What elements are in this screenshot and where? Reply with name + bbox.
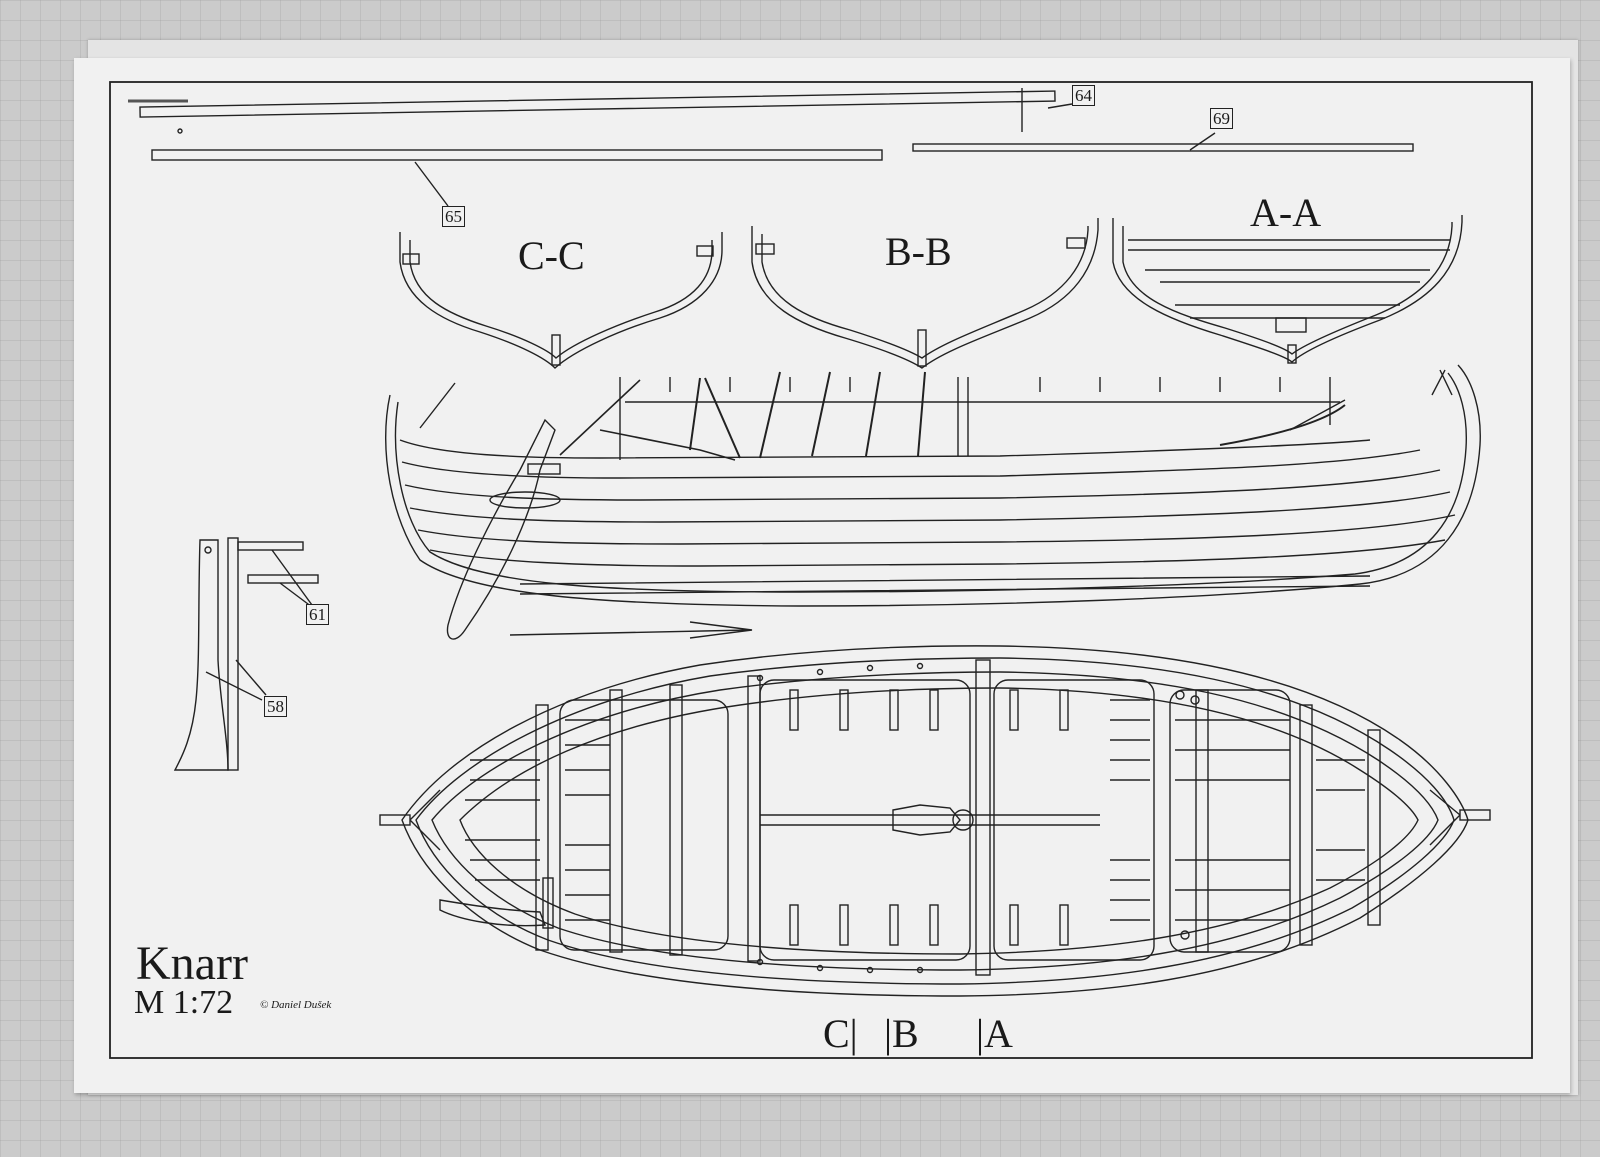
hull-top-view bbox=[379, 645, 1491, 997]
cut-mark-c: C| bbox=[823, 1011, 858, 1056]
section-label-a-a: A-A bbox=[1250, 190, 1322, 235]
drawing-title: Knarr bbox=[136, 937, 248, 990]
section-label-c-c: C-C bbox=[518, 233, 585, 278]
part-number-58: 58 bbox=[264, 696, 287, 717]
spar-69 bbox=[912, 132, 1414, 152]
floorboards-right bbox=[1110, 699, 1365, 921]
hull-side-view bbox=[385, 364, 1481, 640]
part-number-65: 65 bbox=[442, 206, 465, 227]
cut-mark-b: |B bbox=[884, 1011, 919, 1056]
gunwale-holes bbox=[756, 662, 1200, 974]
part-number-61: 61 bbox=[306, 604, 329, 625]
part-58-drawing bbox=[173, 537, 267, 771]
part-number-69: 69 bbox=[1210, 108, 1233, 129]
spar-65 bbox=[151, 149, 883, 207]
copyright-note: © Daniel Dušek bbox=[260, 999, 332, 1011]
cut-mark-a: |A bbox=[976, 1011, 1013, 1056]
section-label-b-b: B-B bbox=[885, 229, 952, 274]
section-b-b bbox=[751, 218, 1099, 369]
spar-64 bbox=[139, 88, 1056, 134]
plan-sheet bbox=[74, 58, 1570, 1093]
part-61-drawing bbox=[237, 541, 319, 608]
direction-arrow bbox=[509, 621, 753, 639]
floorboards-left bbox=[465, 719, 610, 921]
section-c-c bbox=[399, 232, 723, 369]
plan-frame bbox=[109, 81, 1533, 1059]
section-a-a bbox=[1112, 215, 1463, 364]
rowlock-slots bbox=[789, 689, 1069, 946]
part-number-64: 64 bbox=[1072, 85, 1095, 106]
rail-ticks bbox=[669, 377, 1281, 392]
drawing-scale: M 1:72 bbox=[134, 984, 234, 1021]
